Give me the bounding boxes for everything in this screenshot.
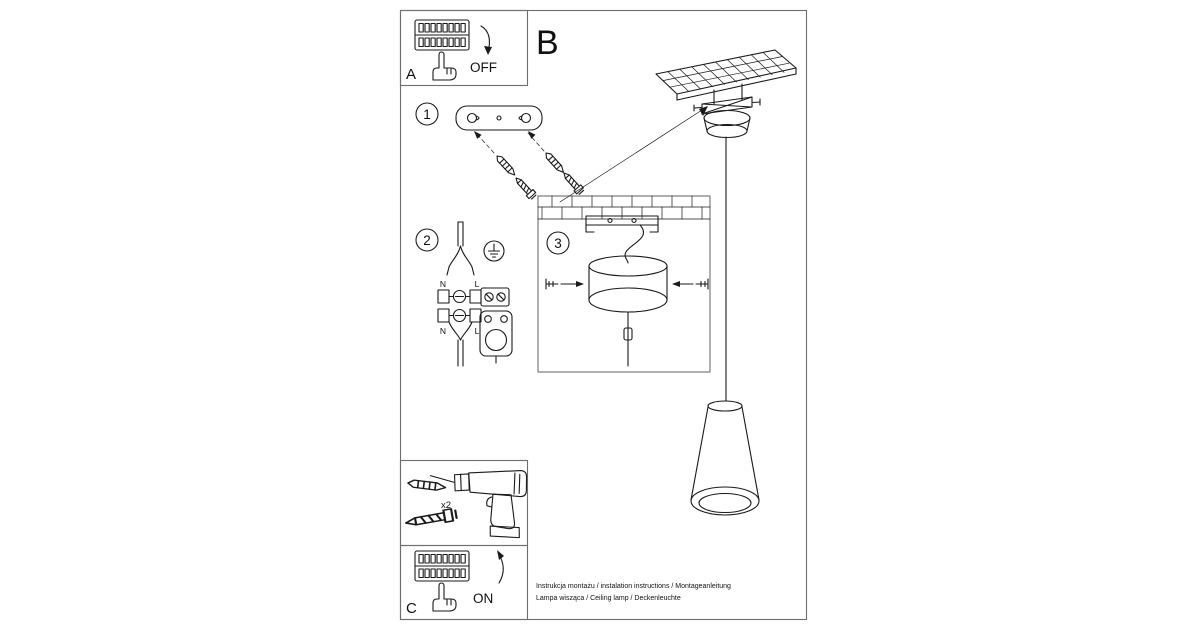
insert-arrow-right (527, 132, 545, 152)
panel-c: ON C (406, 550, 504, 617)
drill-box: x2 (403, 469, 528, 539)
cable-clamp-icon (479, 310, 513, 364)
mounting-bracket-drawing (455, 105, 543, 131)
side-screw-right (675, 278, 709, 290)
screw-icon (403, 507, 459, 531)
wire-label-l-top: L (475, 279, 480, 289)
step-3-number: 3 (554, 236, 562, 251)
wire-label-l-bottom: L (475, 326, 480, 336)
lampshade (690, 400, 760, 516)
step-1-number: 1 (423, 107, 431, 122)
ceiling-panel-hatch (662, 52, 790, 92)
hand-icon (432, 582, 457, 612)
detail-box (537, 195, 711, 373)
wire-label-n-bottom: N (440, 326, 446, 336)
lamp-mounting-bracket (693, 83, 761, 115)
anchor-count-label: x2 (441, 500, 451, 511)
wall-anchor-icon (406, 478, 447, 492)
wire-label-n-top: N (440, 279, 446, 289)
side-screw-left (545, 278, 581, 290)
step-1: 1 (415, 102, 586, 201)
panel-a: OFF A (406, 19, 497, 83)
mounting-bracket (585, 215, 659, 233)
power-cable (624, 224, 644, 264)
ceiling-brick-pattern (537, 195, 711, 220)
terminal-block-icon (437, 289, 482, 304)
section-b-label: B (536, 24, 559, 62)
terminal-connector-icon (480, 287, 510, 307)
panel-c-frame (399, 544, 529, 621)
panel-a-frame (399, 9, 529, 87)
fusebox-icon (414, 550, 470, 582)
detail-pointer-line (559, 109, 703, 203)
step-2: 2 N L N L (415, 221, 513, 367)
on-label: ON (473, 591, 493, 606)
wiring-diagram-lower (448, 321, 473, 367)
lamp-drawing (655, 49, 797, 516)
hand-icon (432, 51, 457, 81)
screw-icon (560, 169, 586, 196)
off-label: OFF (470, 60, 497, 75)
footer-line1: Instrukcja montażu / instalation instruc… (536, 583, 731, 590)
panel-c-label: C (406, 600, 417, 617)
canopy-drawing (588, 255, 668, 367)
drill-icon (429, 469, 528, 539)
ground-symbol-icon (483, 240, 505, 262)
panel-a-label: A (406, 66, 416, 83)
drill-box-frame (399, 459, 529, 547)
step-3: 3 (537, 195, 711, 373)
wall-anchor-icon (543, 150, 567, 175)
main-frame (399, 9, 808, 621)
screw-icon (512, 174, 538, 201)
wiring-diagram (446, 221, 475, 276)
terminal-block-icon (437, 308, 482, 323)
lamp-canopy (703, 109, 751, 139)
footer-line2: Lampa wisząca / Ceiling lamp / Deckenleu… (536, 595, 681, 602)
fusebox-icon (414, 19, 470, 51)
ceiling-panel-edge (676, 67, 797, 101)
step-2-number: 2 (423, 233, 431, 248)
footer: Instrukcja montażu / instalation instruc… (536, 583, 731, 602)
wall-anchor-icon (494, 153, 518, 178)
